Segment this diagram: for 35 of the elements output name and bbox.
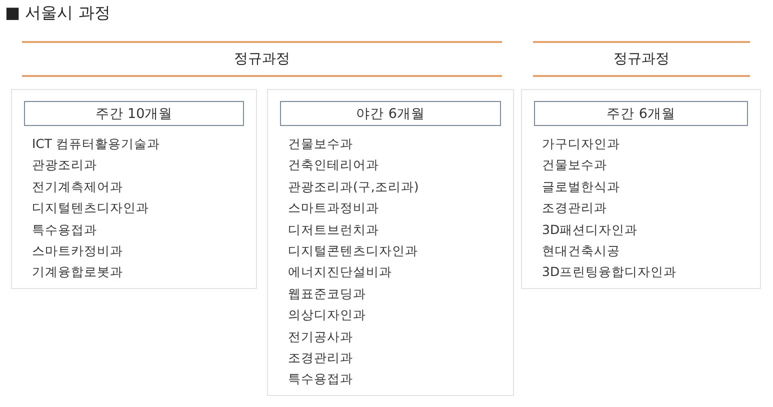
course-name: 전기계측제어과: [32, 178, 123, 196]
period-header: 야간 6개월: [280, 101, 501, 126]
course-name: 건축인테리어과: [288, 156, 379, 174]
section-band: 정규과정: [22, 41, 502, 77]
course-name: 의상디자인과: [288, 306, 366, 324]
course-name: 3D프린팅융합디자인과: [542, 263, 677, 282]
course-name: 3D패션디자인과: [542, 220, 638, 239]
course-name: 관광조리과: [32, 156, 97, 174]
course-name: 관광조리과(구,조리과): [288, 178, 419, 196]
course-name: 건물보수과: [542, 156, 607, 174]
course-name: 특수용접과: [288, 370, 353, 388]
course-name: 기계융합로봇과: [32, 263, 123, 282]
course-name: 특수용접과: [32, 220, 97, 239]
course-name: 디지털텐츠디자인과: [32, 199, 149, 218]
course-name: ICT 컴퓨터활용기술과: [32, 135, 160, 153]
course-name: 웹표준코딩과: [288, 284, 366, 303]
course-name: 조경관리과: [288, 348, 353, 367]
course-name: 에너지진단설비과: [288, 263, 392, 282]
course-name: 디지털콘텐츠디자인과: [288, 242, 418, 260]
course-name: 스마트과정비과: [288, 199, 379, 218]
page-title: ■ 서울시 과정: [5, 2, 110, 24]
course-name: 전기공사과: [288, 328, 353, 346]
course-name: 가구디자인과: [542, 135, 620, 153]
course-panel: [521, 89, 761, 289]
course-name: 스마트카정비과: [32, 242, 123, 260]
course-name: 현대건축시공: [542, 242, 620, 260]
section-band: 정규과정: [533, 41, 750, 77]
course-panel: [11, 89, 257, 289]
course-name: 글로벌한식과: [542, 178, 620, 196]
course-panel: [267, 89, 514, 396]
course-name: 건물보수과: [288, 135, 353, 153]
course-name: 디저트브런치과: [288, 220, 379, 239]
course-name: 조경관리과: [542, 199, 607, 218]
period-header: 주간 6개월: [534, 101, 748, 126]
period-header: 주간 10개월: [24, 101, 244, 126]
